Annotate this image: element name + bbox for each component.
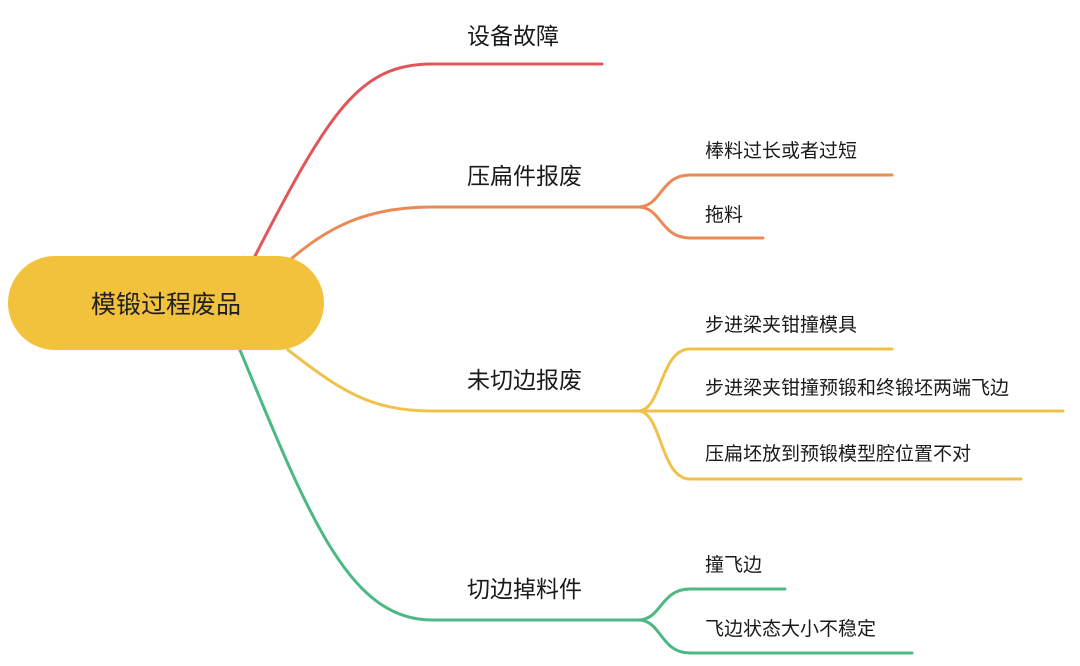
subtopic-dragging[interactable]: 拖料 xyxy=(705,204,744,226)
subtopic-bar-length[interactable]: 棒料过长或者过短 xyxy=(705,140,858,162)
central-topic[interactable]: 模锻过程废品 xyxy=(8,256,324,350)
connector-clamp-hits-die xyxy=(636,347,894,413)
connector-trim-drop xyxy=(238,348,640,622)
subtopic-wrong-cavity[interactable]: 压扁坯放到预锻模型腔位置不对 xyxy=(705,443,972,465)
connector-flattening-scrap xyxy=(288,205,640,262)
connector-bar-length xyxy=(636,173,894,209)
connector-untrimmed-scrap xyxy=(286,348,640,413)
topic-equipment-failure[interactable]: 设备故障 xyxy=(467,24,559,50)
topic-flattening-scrap[interactable]: 压扁件报废 xyxy=(467,164,582,190)
subtopic-unstable-flash[interactable]: 飞边状态大小不稳定 xyxy=(705,618,877,640)
connector-hit-flash xyxy=(636,587,787,622)
connector-equipment-failure xyxy=(253,62,604,258)
topic-trim-drop[interactable]: 切边掉料件 xyxy=(467,577,582,603)
subtopic-hit-flash[interactable]: 撞飞边 xyxy=(705,554,763,576)
subtopic-clamp-hits-die[interactable]: 步进梁夹钳撞模具 xyxy=(705,314,858,336)
subtopic-clamp-hits-flash[interactable]: 步进梁夹钳撞预锻和终锻坯两端飞边 xyxy=(705,377,1010,399)
connector-dragging xyxy=(636,205,765,240)
topic-untrimmed-scrap[interactable]: 未切边报废 xyxy=(467,368,582,394)
central-topic-label: 模锻过程废品 xyxy=(90,290,241,319)
connector-unstable-flash xyxy=(636,618,914,655)
connector-wrong-cavity xyxy=(636,409,1023,481)
